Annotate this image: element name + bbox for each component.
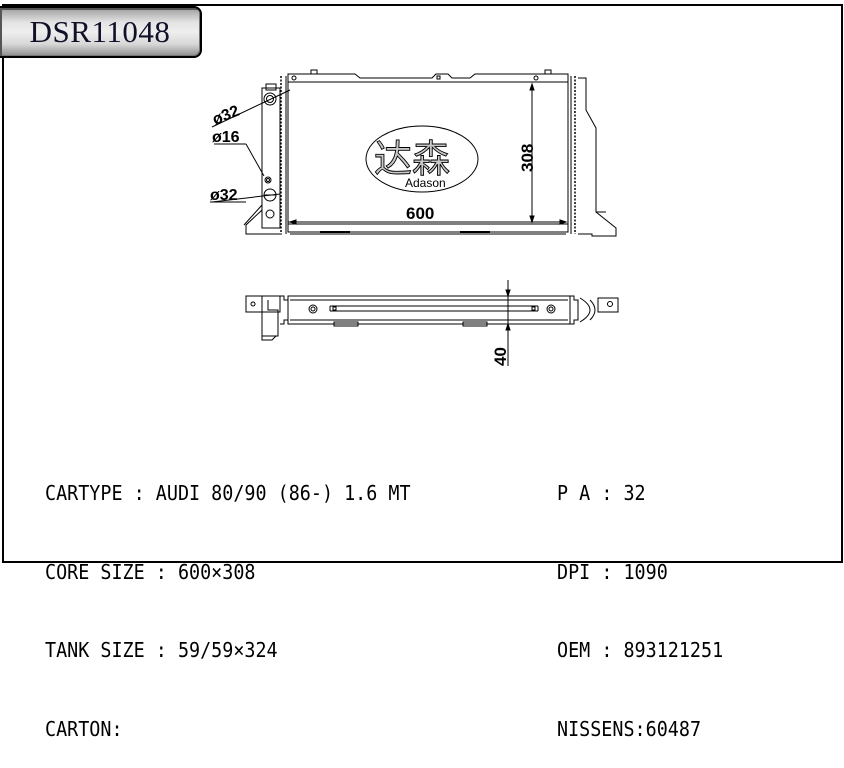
- spec-carton: CARTON:: [45, 716, 123, 741]
- outlet-diameter-label: ø32: [210, 187, 238, 204]
- dim-width-label: 600: [406, 204, 434, 223]
- radiator-technical-drawing: 达森 Adason 600 308 ø32 ø16 ø32 40: [210, 69, 619, 366]
- part-number: DSR11048: [29, 14, 171, 49]
- inlet-diameter-label: ø32: [210, 103, 242, 129]
- drawing-frame: [2, 4, 843, 563]
- spec-nissens: NISSENS:60487: [557, 716, 702, 741]
- spec-tank-size: TANK SIZE : 59/59×324: [45, 638, 278, 662]
- spec-list-right: P A : 32 DPI : 1090 OEM : 893121251 NISS…: [557, 428, 723, 768]
- front-view: [210, 69, 617, 237]
- spec-oem: OEM : 893121251: [557, 638, 724, 662]
- dim-height-label: 308: [518, 144, 537, 172]
- spec-list-left: CARTYPE : AUDI 80/90 (86-) 1.6 MT CORE S…: [45, 428, 411, 768]
- dim-thickness-label: 40: [491, 347, 510, 366]
- port-diameter-label: ø16: [212, 129, 240, 146]
- spec-pa: P A : 32: [557, 481, 646, 505]
- logo-english: Adason: [405, 176, 446, 190]
- spec-core-size: CORE SIZE : 600×308: [45, 559, 256, 584]
- spec-cartype: CARTYPE : AUDI 80/90 (86-) 1.6 MT: [45, 481, 411, 505]
- top-view: [245, 280, 619, 366]
- part-number-badge: DSR11048: [0, 6, 202, 58]
- logo-chinese: 达森: [374, 137, 450, 181]
- spec-dpi: DPI : 1090: [557, 559, 668, 584]
